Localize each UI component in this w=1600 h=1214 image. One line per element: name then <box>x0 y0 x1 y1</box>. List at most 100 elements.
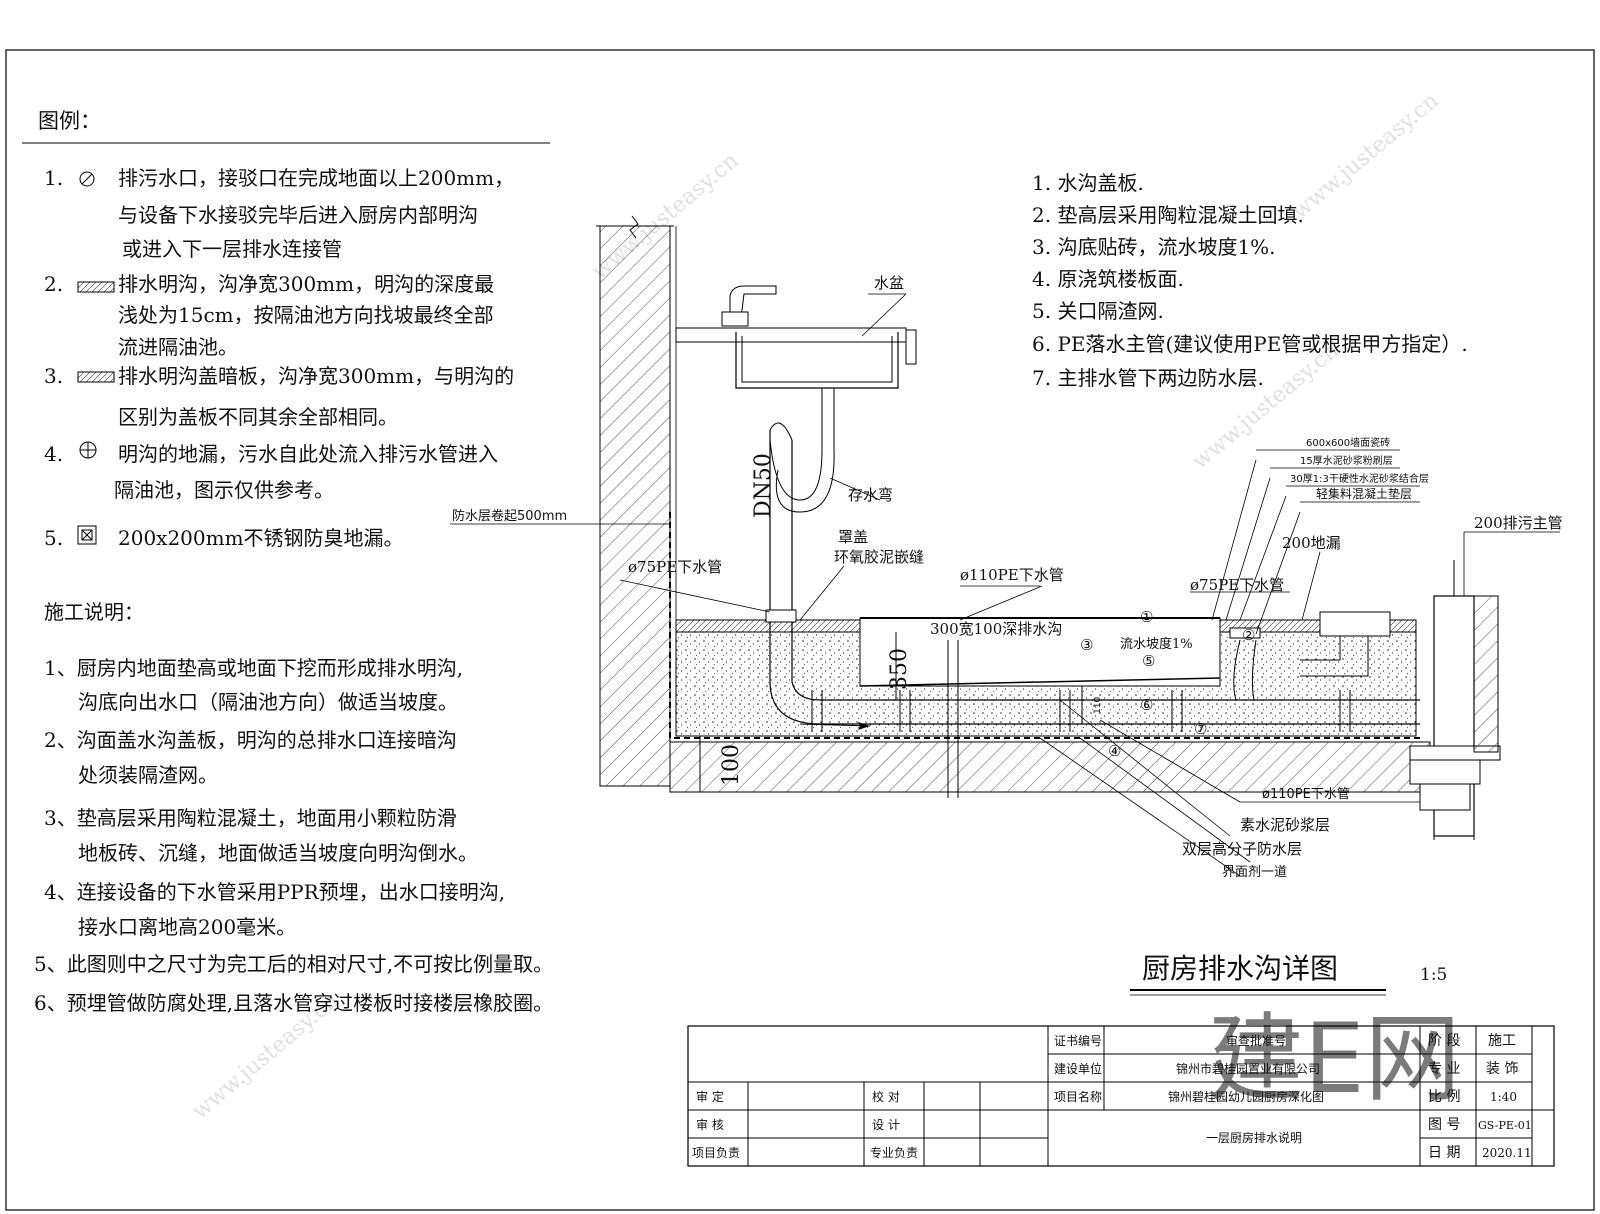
callout-2: ② <box>1242 626 1255 644</box>
callout-4: ④ <box>1108 742 1121 760</box>
watermark-logo: 建E网 <box>1208 1003 1461 1115</box>
svg-text:阶 段: 阶 段 <box>1428 1033 1460 1049</box>
label-layer-tile: 600x600墙面瓷砖 <box>1306 436 1390 449</box>
svg-text:5.: 5. <box>44 526 63 550</box>
svg-text:接水口离地高200毫米。: 接水口离地高200毫米。 <box>78 915 296 939</box>
callout-7: ⑦ <box>1194 720 1207 738</box>
label-slope: 流水坡度1% <box>1120 636 1193 652</box>
svg-text:5. 关口隔渣网.: 5. 关口隔渣网. <box>1032 299 1164 323</box>
construction-title: 施工说明： <box>44 600 144 624</box>
svg-text:1. 水沟盖板.: 1. 水沟盖板. <box>1032 171 1144 195</box>
svg-text:5、此图则中之尺寸为完工后的相对尺寸,不可按比例量取。: 5、此图则中之尺寸为完工后的相对尺寸,不可按比例量取。 <box>34 952 553 976</box>
svg-text:沟底向出水口（隔油池方向）做适当坡度。: 沟底向出水口（隔油池方向）做适当坡度。 <box>78 690 458 714</box>
svg-text:GS-PE-01: GS-PE-01 <box>1478 1119 1532 1132</box>
svg-text:1、厨房内地面垫高或地面下挖而形成排水明沟,: 1、厨房内地面垫高或地面下挖而形成排水明沟, <box>44 656 463 680</box>
svg-text:2020.11: 2020.11 <box>1482 1146 1532 1160</box>
drain-trench <box>859 617 1221 687</box>
dim-110: 110 <box>1093 697 1103 714</box>
drawing-title: 厨房排水沟详图 <box>1142 952 1338 985</box>
svg-text:4、连接设备的下水管采用PPR预埋，出水口接明沟,: 4、连接设备的下水管采用PPR预埋，出水口接明沟, <box>44 880 505 904</box>
svg-text:图 号: 图 号 <box>1428 1117 1460 1133</box>
svg-text:排污水口，接驳口在完成地面以上200mm，: 排污水口，接驳口在完成地面以上200mm， <box>118 166 514 190</box>
title-block <box>687 1025 1555 1167</box>
label-cement-slurry: 素水泥砂浆层 <box>1240 816 1330 834</box>
covered-trench-symbol-icon <box>77 371 115 383</box>
svg-text:4.: 4. <box>44 442 63 466</box>
label-waterproof-up: 防水层卷起500mm <box>452 508 567 524</box>
svg-text:锦州市碧桂园置业有限公司: 锦州市碧桂园置业有限公司 <box>1176 1061 1320 1076</box>
callout-6: ⑥ <box>1140 696 1153 714</box>
label-double-membrane: 双层高分子防水层 <box>1182 840 1302 858</box>
svg-text:校 对: 校 对 <box>872 1089 900 1104</box>
label-basin: 水盆 <box>874 274 904 292</box>
outlet-symbol-icon <box>79 171 95 187</box>
label-pipe110-top: ø110PE下水管 <box>960 566 1064 584</box>
svg-text:建设单位: 建设单位 <box>1054 1061 1102 1076</box>
label-main200: 200排污主管 <box>1474 514 1563 532</box>
svg-text:7. 主排水管下两边防水层.: 7. 主排水管下两边防水层. <box>1032 366 1264 390</box>
svg-text:地板砖、沉缝，地面做适当坡度向明沟倒水。: 地板砖、沉缝，地面做适当坡度向明沟倒水。 <box>78 841 478 865</box>
dim-350: 350 <box>887 648 912 690</box>
svg-text:3、垫高层采用陶粒混凝土，地面用小颗粒防滑: 3、垫高层采用陶粒混凝土，地面用小颗粒防滑 <box>44 806 457 830</box>
sheet-border <box>5 49 1595 1211</box>
svg-text:一层厨房排水说明: 一层厨房排水说明 <box>1206 1130 1302 1145</box>
legend-symbols <box>77 171 115 545</box>
legend-list: 1. 排污水口，接驳口在完成地面以上200mm， 与设备下水接驳完毕后进入厨房内… <box>44 166 514 550</box>
sink-counter <box>675 327 907 343</box>
wall <box>599 225 671 787</box>
svg-text:1:40: 1:40 <box>1490 1090 1517 1104</box>
svg-text:审 定: 审 定 <box>696 1089 724 1104</box>
label-dn50: DN50 <box>751 453 776 518</box>
callout-5: ⑤ <box>1142 652 1155 670</box>
svg-text:日 期: 日 期 <box>1428 1145 1460 1161</box>
svg-text:排水明沟，沟净宽300mm，明沟的深度最: 排水明沟，沟净宽300mm，明沟的深度最 <box>118 272 494 296</box>
drawing-labels: 水盆 存水弯 DN50 防水层卷起500mm ø75PE下水管 罩盖 环氧胶泥嵌… <box>452 274 1563 880</box>
svg-text:2、沟面盖水沟盖板，明沟的总排水口连接暗沟: 2、沟面盖水沟盖板，明沟的总排水口连接暗沟 <box>44 728 457 752</box>
floor-slab <box>669 741 1431 793</box>
svg-text:设 计: 设 计 <box>872 1118 900 1132</box>
svg-text:2. 垫高层采用陶粒混凝土回填.: 2. 垫高层采用陶粒混凝土回填. <box>1032 203 1304 227</box>
svg-text:装 饰: 装 饰 <box>1486 1061 1518 1077</box>
title-block-text: 证书编号 审查批准号 建设单位 锦州市碧桂园置业有限公司 项目名称 锦州碧桂园幼… <box>692 1033 1532 1161</box>
svg-text:3.: 3. <box>44 364 63 388</box>
svg-text:隔油池，图示仅供参考。: 隔油池，图示仅供参考。 <box>114 478 334 502</box>
label-epoxy: 环氧胶泥嵌缝 <box>834 548 924 566</box>
svg-text:比 例: 比 例 <box>1428 1089 1460 1105</box>
svg-text:浅处为15cm，按隔油池方向找坡最终全部: 浅处为15cm，按隔油池方向找坡最终全部 <box>118 303 494 327</box>
label-layer-light: 轻集料混凝土垫层 <box>1316 486 1412 501</box>
watermark-text: www.justeasy.cn <box>1188 338 1344 474</box>
watermark-text: www.justeasy.cn <box>1288 88 1444 224</box>
svg-text:与设备下水接驳完毕后进入厨房内部明沟: 与设备下水接驳完毕后进入厨房内部明沟 <box>118 203 478 227</box>
section-drawing <box>450 215 1560 877</box>
svg-text:处须装隔渣网。: 处须装隔渣网。 <box>78 763 218 787</box>
svg-text:流进隔油池。: 流进隔油池。 <box>118 335 238 359</box>
label-interface: 界面剂一道 <box>1222 865 1287 880</box>
svg-text:专业负责: 专业负责 <box>870 1145 918 1160</box>
svg-text:专 业: 专 业 <box>1428 1061 1460 1077</box>
notes-list: 1. 水沟盖板. 2. 垫高层采用陶粒混凝土回填. 3. 沟底贴砖，流水坡度1%… <box>1032 171 1468 390</box>
svg-text:锦州碧桂园幼儿园厨房深化图: 锦州碧桂园幼儿园厨房深化图 <box>1168 1089 1324 1104</box>
drawing-scale: 1:5 <box>1420 965 1447 985</box>
label-pipe75-right: ø75PE下水管 <box>1190 576 1284 594</box>
svg-text:3. 沟底贴砖，流水坡度1%.: 3. 沟底贴砖，流水坡度1%. <box>1032 235 1276 259</box>
svg-text:证书编号: 证书编号 <box>1054 1033 1102 1048</box>
sink-basin <box>735 332 899 389</box>
dim-100: 100 <box>719 744 744 786</box>
label-layer-bond: 30厚1:3干硬性水泥砂浆结合层 <box>1290 472 1429 485</box>
steel-drain-symbol-icon <box>77 525 97 545</box>
svg-text:排水明沟盖暗板，沟净宽300mm，与明沟的: 排水明沟盖暗板，沟净宽300mm，与明沟的 <box>118 364 514 388</box>
svg-text:6、预埋管做防腐处理,且落水管穿过楼板时接楼层橡胶圈。: 6、预埋管做防腐处理,且落水管穿过楼板时接楼层橡胶圈。 <box>34 991 553 1015</box>
callout-3: ③ <box>1080 636 1093 654</box>
floor-drain-200 <box>1319 611 1391 637</box>
svg-text:明沟的地漏，污水自此处流入排污水管进入: 明沟的地漏，污水自此处流入排污水管进入 <box>118 442 498 466</box>
svg-text:施工: 施工 <box>1488 1033 1516 1049</box>
faucet <box>729 285 777 327</box>
svg-text:项目负责: 项目负责 <box>692 1146 740 1160</box>
label-layer-mortar: 15厚水泥砂浆粉刷层 <box>1300 454 1393 467</box>
label-drain200: 200地漏 <box>1282 534 1341 552</box>
label-pipe75-left: ø75PE下水管 <box>628 558 722 576</box>
svg-text:6. PE落水主管(建议使用PE管或根据甲方指定）.: 6. PE落水主管(建议使用PE管或根据甲方指定）. <box>1032 332 1468 356</box>
label-trap: 存水弯 <box>848 486 893 504</box>
open-trench-symbol-icon <box>77 281 115 293</box>
